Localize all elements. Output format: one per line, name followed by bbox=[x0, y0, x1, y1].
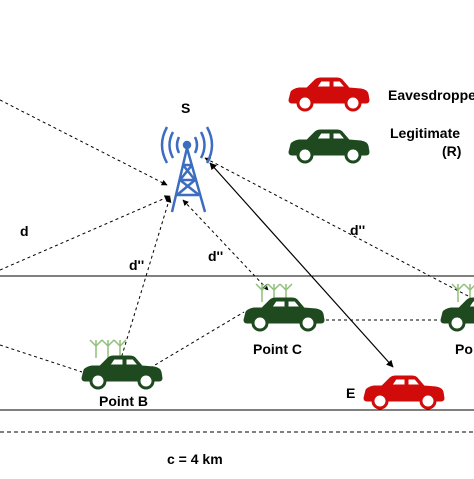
distance-label-d2-left: d'' bbox=[129, 257, 145, 273]
path-s-to-e bbox=[209, 162, 394, 368]
legend-legitimate-sublabel: (R) bbox=[442, 143, 462, 159]
legend-green-car-icon bbox=[287, 128, 371, 164]
road-length-label: c = 4 km bbox=[167, 451, 223, 467]
point-c-label: Point C bbox=[253, 341, 302, 357]
right-car-icon bbox=[439, 296, 474, 332]
antenna-tower-icon bbox=[160, 126, 214, 213]
path-left-to-b bbox=[0, 344, 83, 373]
station-label: S bbox=[181, 100, 191, 116]
point-right-label: Po bbox=[455, 341, 473, 357]
point-b-antenna-icon bbox=[89, 339, 127, 359]
distance-label-d2-mid: d'' bbox=[208, 248, 224, 264]
eavesdropper-car-icon bbox=[362, 374, 446, 410]
path-point-b-to-s bbox=[118, 196, 172, 363]
legend-legitimate-label: Legitimate bbox=[390, 125, 461, 141]
path-d-upper bbox=[0, 99, 168, 186]
distance-label-d2-right: d'' bbox=[350, 222, 366, 238]
path-b-to-c bbox=[149, 311, 245, 369]
eavesdropper-marker-label: E bbox=[346, 385, 356, 401]
point-b-car-icon bbox=[80, 354, 164, 390]
path-d-lower bbox=[0, 195, 171, 271]
distance-label-d: d bbox=[20, 223, 29, 239]
legend-red-car-icon bbox=[287, 76, 371, 112]
point-c-car-icon bbox=[242, 296, 326, 332]
legend-eavesdropper-label: Eavesdropper bbox=[388, 87, 474, 103]
point-b-label: Point B bbox=[99, 393, 148, 409]
